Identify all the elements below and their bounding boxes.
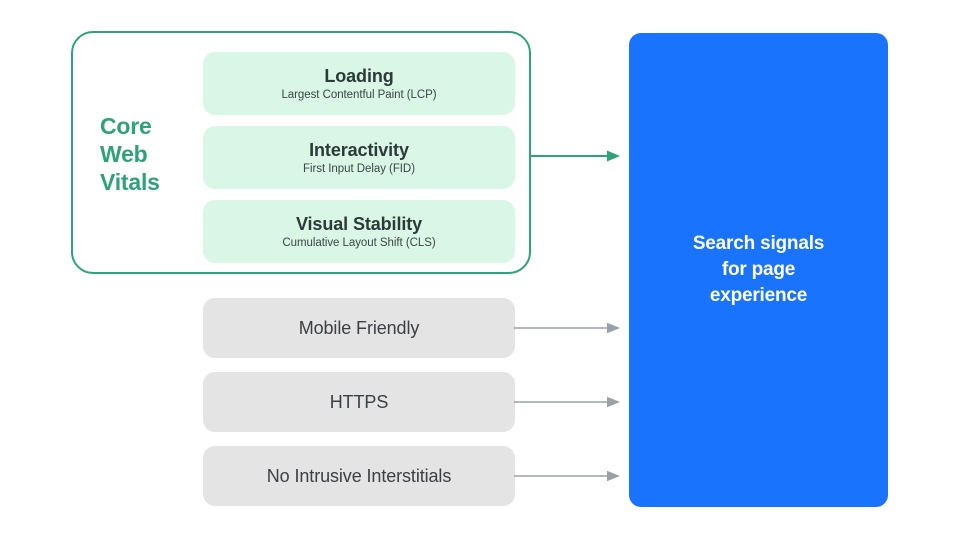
- search-signals-panel: Search signals for page experience: [629, 33, 888, 507]
- search-signals-line-1: Search signals: [692, 233, 825, 254]
- signal-card-https[interactable]: HTTPS: [203, 372, 515, 432]
- signal-label-https: HTTPS: [329, 392, 389, 412]
- core-web-vitals-label-line-2: Web: [100, 141, 148, 167]
- signal-label-no-intrusive-interstitials: No Intrusive Interstitials: [266, 466, 452, 486]
- vital-card-loading[interactable]: Loading Largest Contentful Paint (LCP): [203, 52, 515, 115]
- vital-subtitle-visual-stability: Cumulative Layout Shift (CLS): [282, 236, 436, 249]
- core-web-vitals-label: Core Web Vitals: [100, 112, 186, 196]
- arrow-no-intrusive-interstitials-to-outcome: [514, 469, 621, 483]
- core-web-vitals-label-line-1: Core: [100, 113, 152, 139]
- search-signals-line-2: for page: [721, 259, 796, 280]
- vital-card-visual-stability[interactable]: Visual Stability Cumulative Layout Shift…: [203, 200, 515, 263]
- vital-subtitle-interactivity: First Input Delay (FID): [303, 162, 415, 175]
- arrow-https-to-outcome: [514, 395, 621, 409]
- signal-card-mobile-friendly[interactable]: Mobile Friendly: [203, 298, 515, 358]
- search-signals-panel-text: Search signals for page experience: [692, 231, 825, 309]
- vital-title-loading: Loading: [324, 65, 394, 86]
- vital-card-interactivity[interactable]: Interactivity First Input Delay (FID): [203, 126, 515, 189]
- search-signals-line-3: experience: [709, 285, 808, 306]
- vital-title-interactivity: Interactivity: [309, 139, 409, 160]
- signal-card-no-intrusive-interstitials[interactable]: No Intrusive Interstitials: [203, 446, 515, 506]
- core-web-vitals-label-line-3: Vitals: [100, 169, 160, 195]
- vital-subtitle-loading: Largest Contentful Paint (LCP): [281, 88, 437, 101]
- arrow-mobile-friendly-to-outcome: [514, 321, 621, 335]
- signal-label-mobile-friendly: Mobile Friendly: [298, 318, 420, 338]
- vital-title-visual-stability: Visual Stability: [295, 213, 423, 234]
- core-web-vitals-group: [71, 31, 531, 274]
- arrow-core-web-vitals-to-outcome: [531, 149, 621, 163]
